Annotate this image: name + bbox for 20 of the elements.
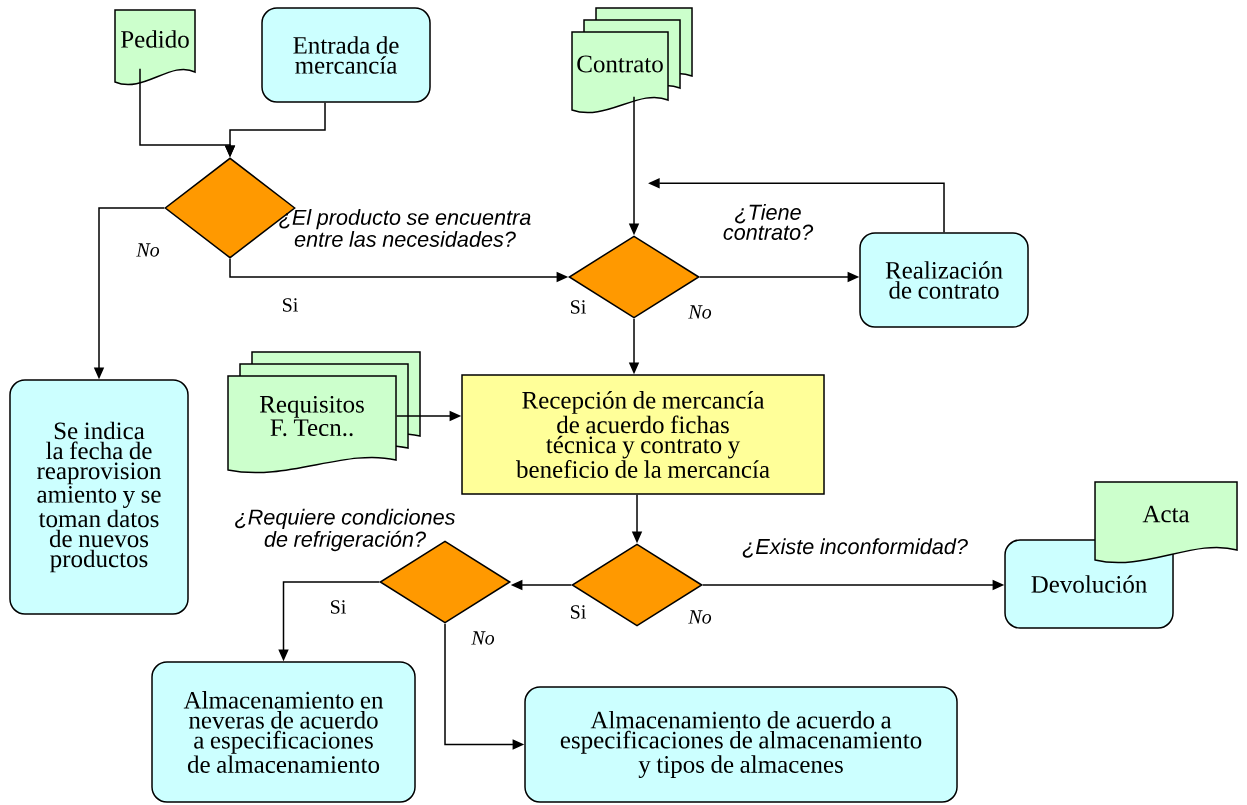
process-box: Recepción de mercancía de acuerdo fichas técnica y contrato y beneficio de la mercancía <box>461 374 825 495</box>
edge-label: No <box>686 303 714 321</box>
question-text: ¿Existe inconformidad? <box>742 538 968 558</box>
process-box: Almacenamiento de acuerdo a especificaciones de almacenamiento y tipos de almacenes <box>524 686 958 803</box>
question-text: ¿Tiene contrato? <box>723 204 814 240</box>
edge-label: Si <box>328 598 348 616</box>
process-box: Realización de contrato <box>859 232 1029 328</box>
question-text: ¿El producto se encuentra entre las necesidades? <box>279 209 531 247</box>
edge-label: Si <box>568 298 588 316</box>
question-text: ¿Requiere condiciones de refrigeración? <box>235 508 456 552</box>
process-box: Almacenamiento en neveras de acuerdo a especificaciones de almacenamiento <box>151 661 416 803</box>
process-box: Se indica la fecha de reaprovision amiento y se toman datos de nuevos productos <box>9 379 189 615</box>
edge-label: Si <box>280 296 300 314</box>
process-box: Entrada de mercancía <box>261 7 431 103</box>
document-stack: Contrato <box>571 7 693 114</box>
edge-label: Si <box>568 603 588 621</box>
edge-label: No <box>686 608 714 626</box>
edge-label: No <box>469 629 497 647</box>
edge-label: No <box>134 241 162 259</box>
document-stack: Requisitos F. Tecn.. <box>227 351 421 474</box>
